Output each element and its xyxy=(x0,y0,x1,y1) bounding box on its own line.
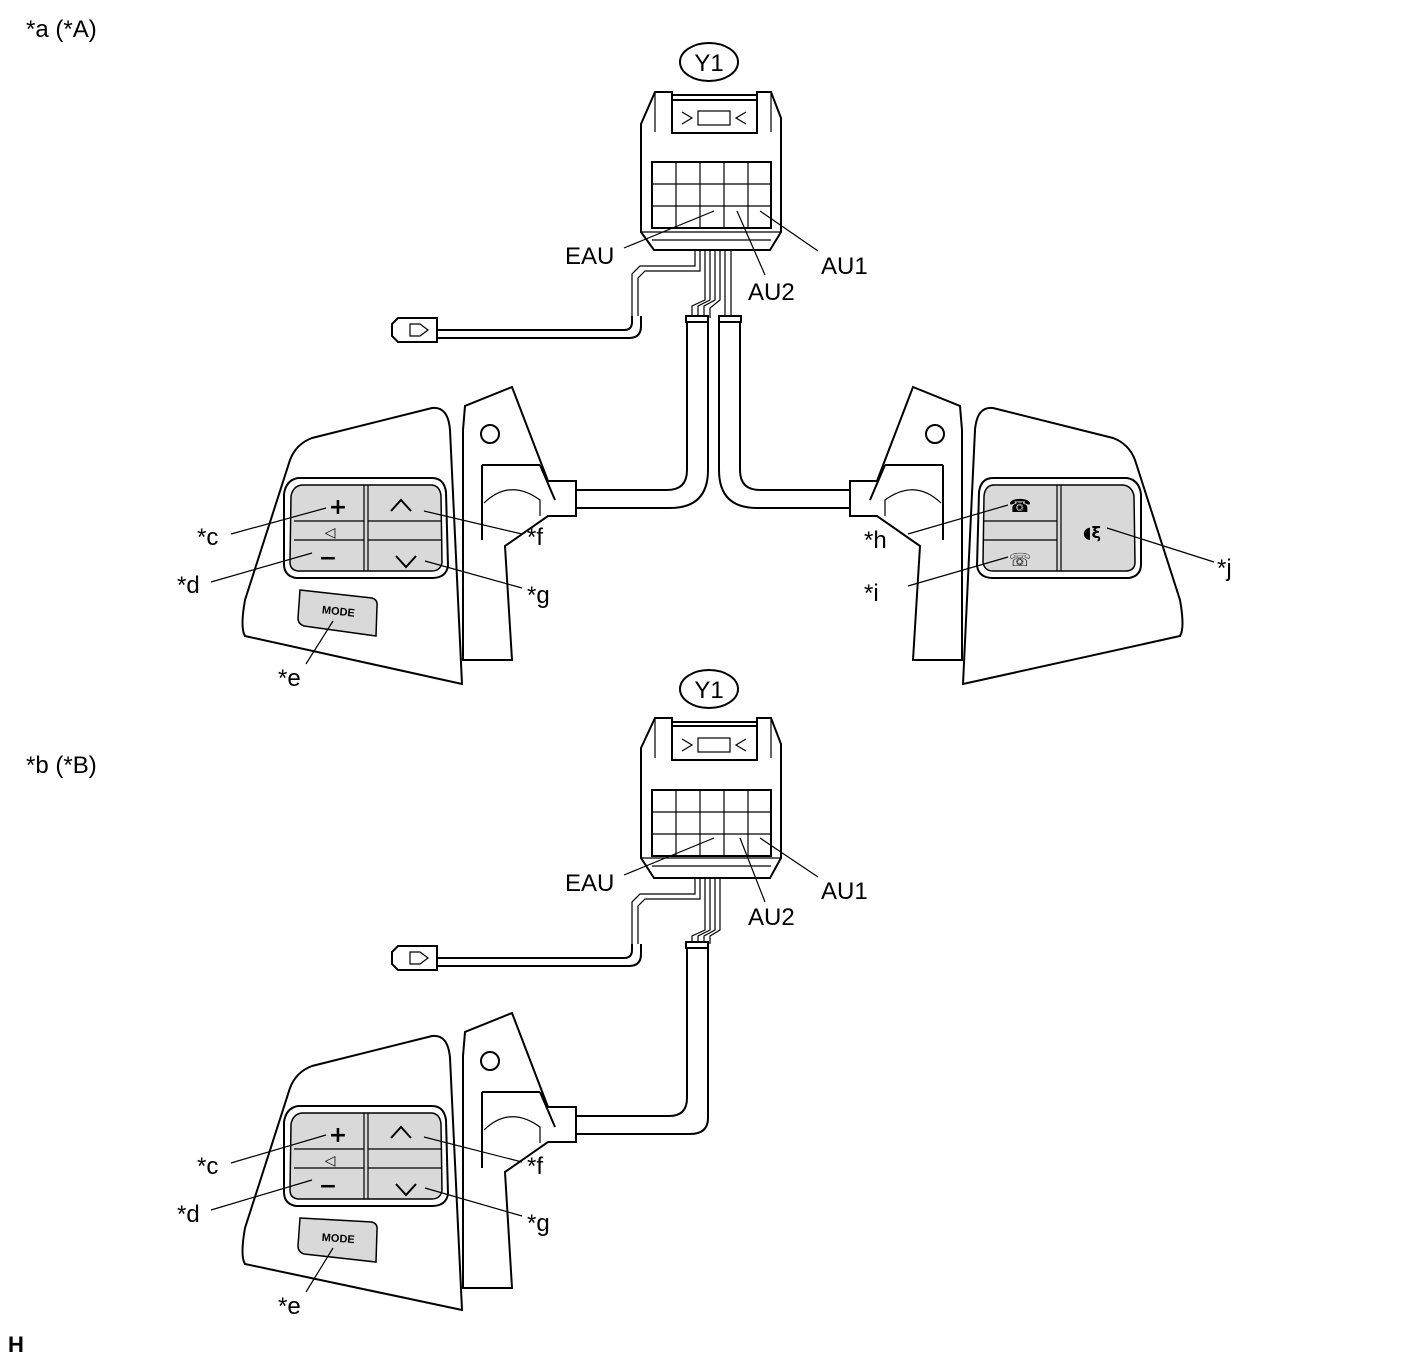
callout-c: *c xyxy=(197,1153,218,1180)
connector-id-badge xyxy=(679,42,739,82)
terminal-au2: AU2 xyxy=(748,904,795,931)
terminal-au1: AU1 xyxy=(821,253,868,280)
speaker-icon: ◁ xyxy=(325,1153,336,1169)
plug-connector-icon xyxy=(391,317,438,343)
chevron-up-icon xyxy=(390,1125,412,1139)
chevron-up-icon xyxy=(390,498,412,512)
plus-icon: + xyxy=(329,1123,347,1148)
left-steering-switch-a: + ◁ − MODE xyxy=(241,385,577,686)
mode-button[interactable] xyxy=(297,589,378,637)
terminal-au2: AU2 xyxy=(748,279,795,306)
connector-y1-a: Y1 xyxy=(631,42,782,318)
chevron-down-icon xyxy=(395,1183,417,1197)
callout-g: *g xyxy=(527,582,550,609)
callout-f: *f xyxy=(527,524,543,551)
mode-label: MODE xyxy=(321,1232,355,1246)
mode-label: MODE xyxy=(321,604,355,619)
minus-icon: − xyxy=(319,1174,337,1199)
callout-d: *d xyxy=(177,1201,200,1228)
callout-h: *h xyxy=(864,527,887,554)
terminal-eau: EAU xyxy=(565,870,614,897)
connector-id-badge xyxy=(679,669,739,709)
callout-e: *e xyxy=(278,1293,301,1320)
left-steering-switch-b: + ◁ − MODE xyxy=(241,1011,577,1312)
callout-d: *d xyxy=(177,572,200,599)
callout-i: *i xyxy=(864,580,879,607)
plug-connector-icon xyxy=(391,945,438,971)
phone-on-hook-icon: ☎ xyxy=(1009,496,1031,517)
right-steering-switch-a: ☎ ☏ ◖ξ xyxy=(849,385,1184,686)
terminal-au1: AU1 xyxy=(821,878,868,905)
callout-j: *j xyxy=(1217,555,1232,582)
connector-id-label: Y1 xyxy=(694,677,723,704)
mode-button[interactable] xyxy=(297,1217,378,1263)
voice-icon: ◖ξ xyxy=(1083,523,1101,542)
connector-y1-b: Y1 xyxy=(631,669,782,944)
connector-id-label: Y1 xyxy=(694,50,723,77)
minus-icon: − xyxy=(319,546,337,571)
phone-off-hook-icon: ☏ xyxy=(1009,550,1032,571)
section-b: *b (*B) Y1 EAU AU2 AU1 xyxy=(26,669,868,1320)
callout-f: *f xyxy=(527,1153,543,1180)
section-a-heading: *a (*A) xyxy=(26,16,97,43)
callout-g: *g xyxy=(527,1210,550,1237)
terminal-eau: EAU xyxy=(565,243,614,270)
chevron-down-icon xyxy=(395,555,417,569)
callout-c: *c xyxy=(197,524,218,551)
speaker-icon: ◁ xyxy=(325,525,336,541)
plus-icon: + xyxy=(329,495,347,520)
section-b-heading: *b (*B) xyxy=(26,752,97,779)
corner-mark: H xyxy=(8,1332,24,1357)
callout-e: *e xyxy=(278,665,301,692)
section-a: *a (*A) Y1 EAU AU2 AU1 xyxy=(26,16,1232,692)
